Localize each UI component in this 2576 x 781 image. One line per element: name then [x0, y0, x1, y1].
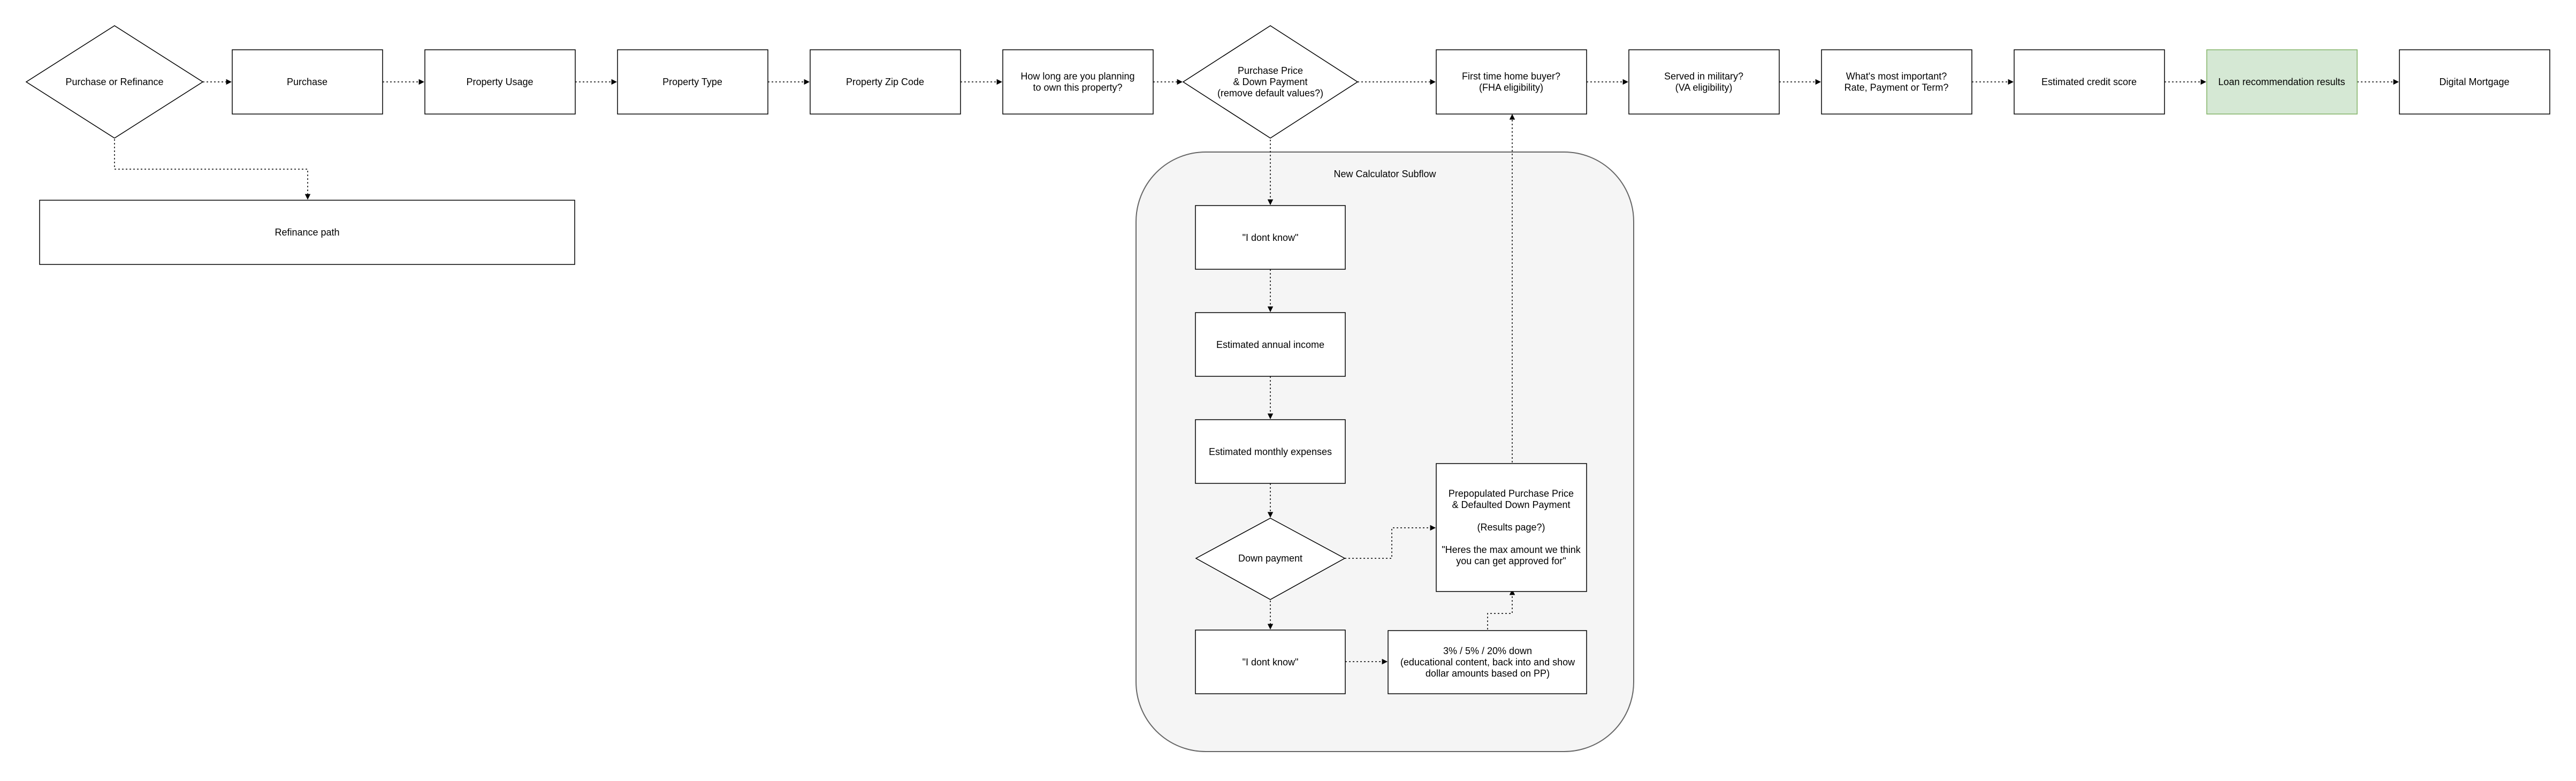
label-line: & Defaulted Down Payment [1452, 499, 1570, 510]
connectors [114, 79, 2399, 665]
dont-know-label-2: "I dont know" [1243, 657, 1299, 668]
purchase-or-refinance-label: Purchase or Refinance [65, 77, 163, 87]
digital-mortgage-node [2399, 49, 2550, 115]
first-time-buyer-node [1436, 49, 1587, 115]
subflow-title: New Calculator Subflow [1333, 169, 1436, 179]
down-payment-label: Down payment [1238, 553, 1302, 564]
edge-percent-to-prepopulated [1487, 589, 1515, 630]
purchase-or-refinance-decision [25, 25, 204, 139]
purchase-price-label: Purchase Price& Down Payment(remove defa… [1217, 65, 1323, 98]
first-time-buyer-label: First time home buyer?(FHA eligibility) [1462, 71, 1560, 93]
label-line: What's most important? [1846, 71, 1947, 82]
edge-decision-to-refinance [114, 139, 311, 200]
digital-mortgage-label: Digital Mortgage [2439, 77, 2509, 87]
purchase-label: Purchase [287, 77, 327, 87]
prepopulated-label: Prepopulated Purchase Price& Defaulted D… [1442, 488, 1581, 566]
percent-down-node [1388, 630, 1587, 694]
annual-income-node [1195, 312, 1346, 377]
loan-results-label: Loan recommendation results [2218, 77, 2345, 87]
most-important-node [1821, 49, 1972, 115]
edge-downpayment-to-prepopulated [1345, 525, 1436, 559]
label-line: (educational content, back into and show [1400, 657, 1575, 668]
label-line: First time home buyer? [1462, 71, 1560, 82]
label-line: (remove default values?) [1217, 88, 1323, 98]
prepopulated-node [1436, 463, 1587, 592]
purchase-price-decision [1182, 25, 1359, 139]
monthly-expenses-label: Estimated monthly expenses [1209, 446, 1332, 457]
dont-know-label-1: "I dont know" [1243, 232, 1299, 243]
down-payment-decision [1195, 518, 1346, 600]
most-important-label: What's most important?Rate, Payment or T… [1845, 71, 1949, 93]
refinance-path-label: Refinance path [275, 227, 339, 238]
credit-score-node [2014, 49, 2165, 115]
label-line: dollar amounts based on PP) [1426, 668, 1550, 679]
served-military-node [1628, 49, 1780, 115]
percent-down-label: 3% / 5% / 20% down(educational content, … [1400, 646, 1575, 679]
label-line: (VA eligibility) [1675, 82, 1733, 93]
loan-results-node [2206, 49, 2358, 115]
label-line: to own this property? [1033, 82, 1122, 93]
credit-score-label: Estimated credit score [2041, 77, 2137, 87]
refinance-path-node [39, 200, 575, 265]
property-zip-code-node [810, 49, 961, 115]
label-line: Served in military? [1664, 71, 1743, 82]
label-line: 3% / 5% / 20% down [1443, 646, 1532, 656]
property-type-label: Property Type [662, 77, 722, 87]
monthly-expenses-node [1195, 419, 1346, 484]
label-line: Purchase Price [1238, 65, 1303, 76]
property-usage-label: Property Usage [466, 77, 533, 87]
dont-know-node-2 [1195, 630, 1346, 694]
label-line: (FHA eligibility) [1479, 82, 1543, 93]
label-line: "Heres the max amount we think [1442, 544, 1581, 555]
label-line: & Down Payment [1233, 77, 1307, 87]
purchase-node [232, 49, 383, 115]
property-usage-node [424, 49, 576, 115]
label-line: Rate, Payment or Term? [1845, 82, 1949, 93]
annual-income-label: Estimated annual income [1216, 339, 1324, 350]
property-type-node [617, 49, 768, 115]
label-line: (Results page?) [1477, 522, 1545, 533]
dont-know-node-1 [1195, 205, 1346, 270]
label-line: you can get approved for" [1456, 556, 1566, 566]
how-long-node [1002, 49, 1154, 115]
property-zip-code-label: Property Zip Code [846, 77, 924, 87]
label-line: How long are you planning [1020, 71, 1134, 82]
served-military-label: Served in military?(VA eligibility) [1664, 71, 1743, 93]
label-line: Prepopulated Purchase Price [1449, 488, 1574, 499]
subflow-container [1135, 151, 1634, 752]
